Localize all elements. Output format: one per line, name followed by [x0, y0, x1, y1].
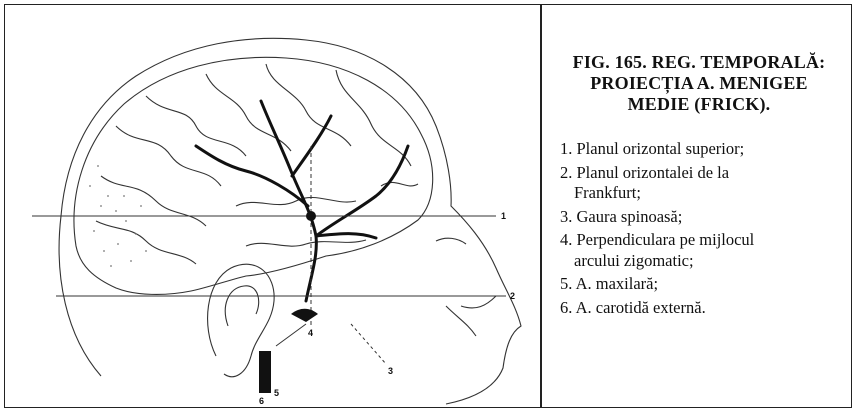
meningeal-artery [196, 101, 408, 301]
legend-item: 6. A. carotidă externă. [560, 298, 850, 319]
caption-title-line: PROIECȚIA A. MENIGEE [548, 73, 850, 94]
legend-item: 5. A. maxilară; [560, 274, 850, 295]
legend-text: 6. A. carotidă externă. [560, 298, 706, 317]
external-carotid-artery [259, 351, 271, 393]
legend-text-continued: Frankfurt; [560, 183, 850, 204]
brain-outline [74, 57, 433, 294]
reference-planes [32, 146, 506, 326]
legend-text: 3. Gaura spinoasă; [560, 207, 682, 226]
legend-text: 4. Perpendiculara pe mijlocul [560, 230, 754, 249]
legend-item: 4. Perpendiculara pe mijlocul arcului zig… [560, 230, 850, 271]
brain-artery-illustration: 1 2 3 4 5 6 [6, 6, 538, 406]
caption-title-line: MEDIE (FRICK). [548, 94, 850, 115]
legend-list: 1. Planul orizontal superior; 2. Planul … [548, 139, 850, 318]
head-drawing: 1 2 3 4 5 6 [6, 6, 538, 406]
label-6: 6 [259, 396, 264, 406]
legend-text: 5. A. maxilară; [560, 274, 658, 293]
legend-text: 1. Planul orizontal superior; [560, 139, 744, 158]
caption-title: FIG. 165. REG. TEMPORALĂ: PROIECȚIA A. M… [548, 52, 850, 115]
maxillary-artery [291, 309, 318, 322]
figure-caption: FIG. 165. REG. TEMPORALĂ: PROIECȚIA A. M… [548, 52, 850, 321]
legend-item: 3. Gaura spinoasă; [560, 207, 850, 228]
label-3: 3 [388, 366, 393, 376]
legend-item: 1. Planul orizontal superior; [560, 139, 850, 160]
legend-text: 2. Planul orizontalei de la [560, 163, 729, 182]
legend-text-continued: arcului zigomatic; [560, 251, 850, 272]
label-2: 2 [510, 291, 515, 301]
label-5: 5 [274, 388, 279, 398]
column-divider [540, 4, 542, 408]
caption-title-line: FIG. 165. REG. TEMPORALĂ: [548, 52, 850, 73]
foramen-spinosum-mark [306, 211, 316, 221]
label-4: 4 [308, 328, 313, 338]
label-1: 1 [501, 211, 506, 221]
